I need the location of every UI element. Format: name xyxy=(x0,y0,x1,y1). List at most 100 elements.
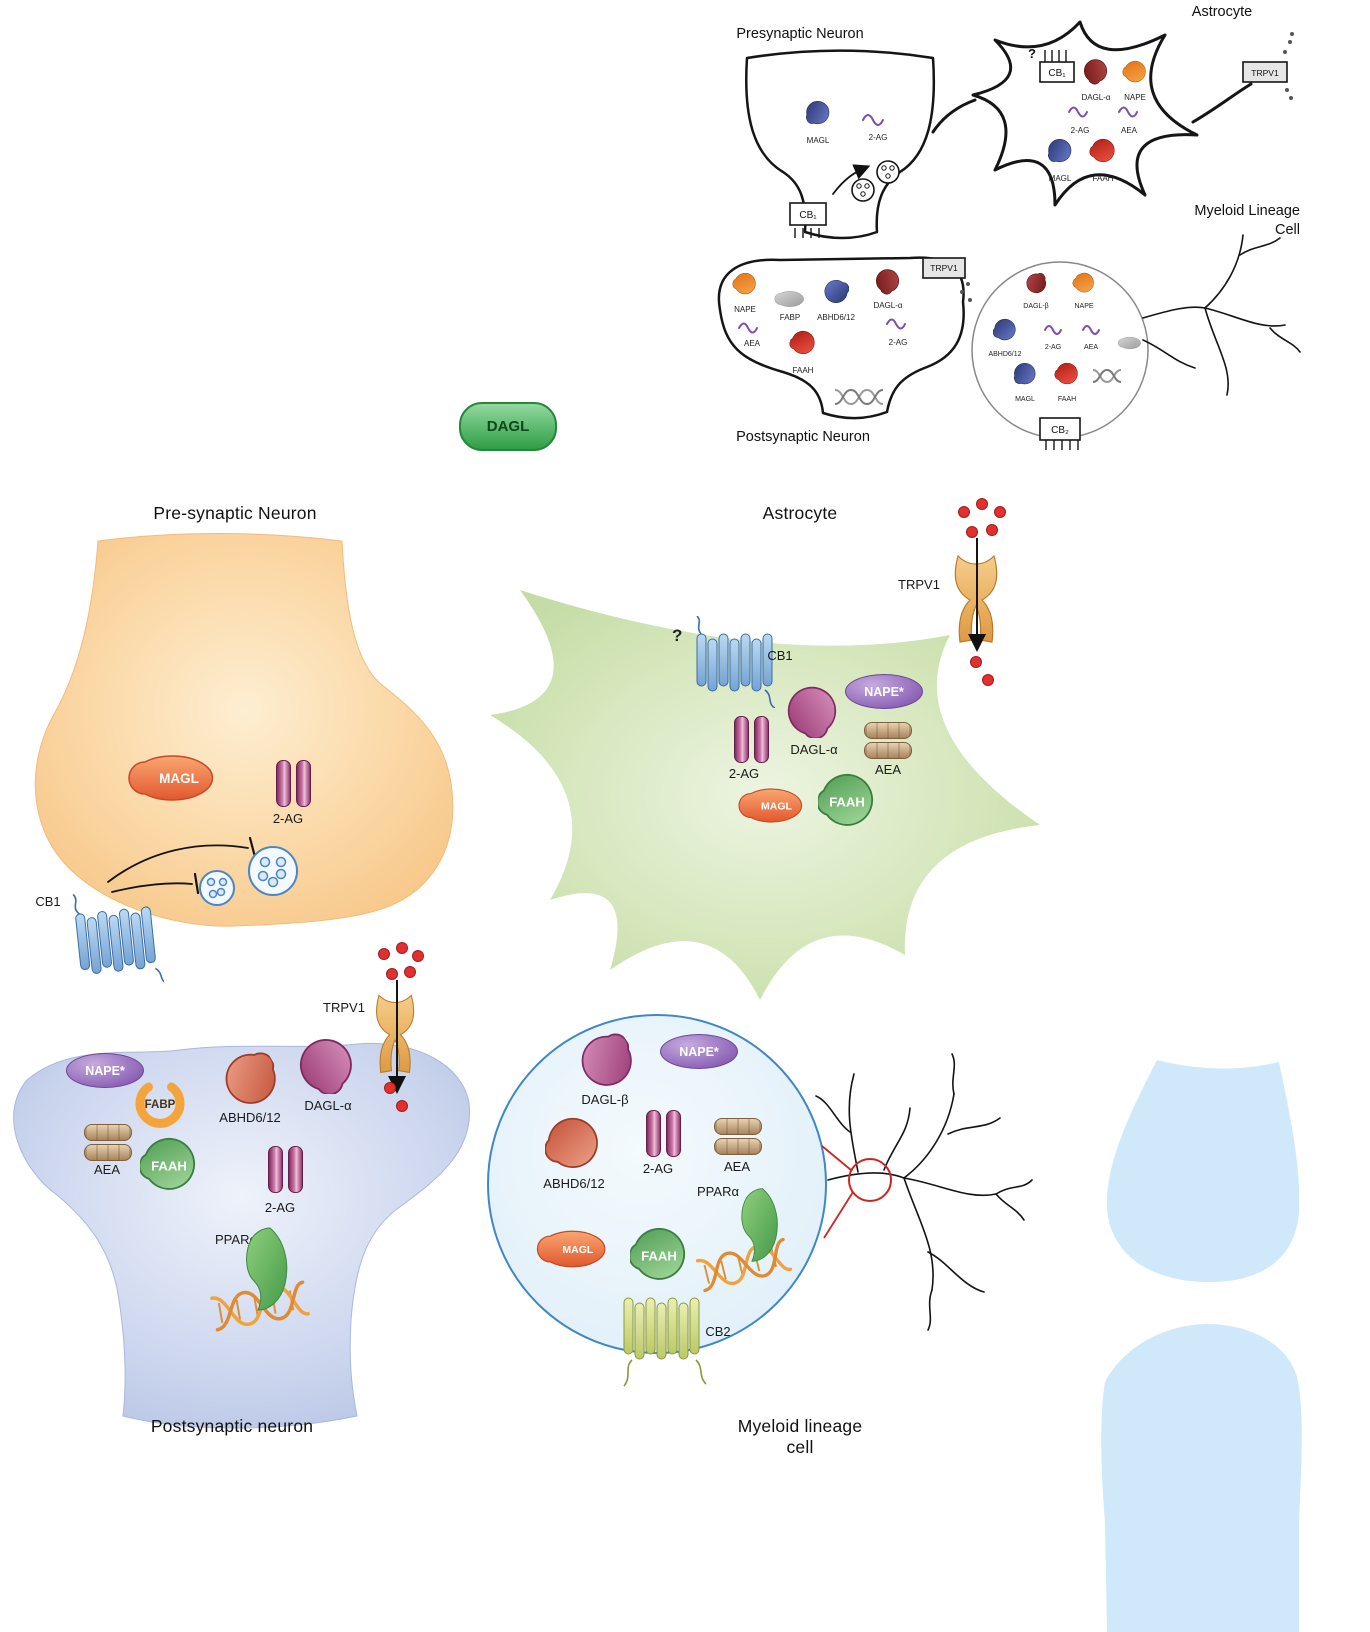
astro-nape-icon: NAPE* xyxy=(845,674,923,709)
sketch-cb1-label: CB₁ xyxy=(799,210,817,221)
astro-trpv1-flux-arrow xyxy=(968,538,986,652)
presyn-2ag-label: 2-AG xyxy=(272,811,304,826)
post-trpv1-channel-icon xyxy=(376,994,415,1074)
mye-daglb-enzyme-icon xyxy=(578,1032,634,1088)
astro-cb1-label: CB1 xyxy=(767,648,793,663)
presyn-magl-enzyme: MAGL xyxy=(128,755,214,801)
sketch-astro-dagla-label: DAGL-α xyxy=(1081,93,1110,102)
post-ppar-label: PPARα xyxy=(215,1232,257,1247)
sketch-astrocyte-arm xyxy=(1191,82,1253,124)
astro-trpv1-dots-below xyxy=(970,656,994,686)
sketch-astro-aea-label: AEA xyxy=(1121,126,1138,135)
sketch-presynaptic-outline xyxy=(745,49,936,240)
astro-nape-label: NAPE* xyxy=(864,684,904,699)
mye-cb2-label: CB2 xyxy=(705,1324,731,1339)
dagl-legend-label: DAGL xyxy=(486,418,530,435)
sketch-mye-nape-label: NAPE xyxy=(1074,303,1093,310)
sketch-mye-magl-label: MAGL xyxy=(1015,396,1035,403)
post-trpv1-flux-arrow xyxy=(388,980,406,1094)
mye-magl-label: MAGL xyxy=(562,1244,593,1256)
sketch-astro-2ag-squiggle-icon xyxy=(1068,106,1088,118)
sketch-faah-label: FAAH xyxy=(793,366,814,375)
mye-abhd-enzyme-icon xyxy=(545,1116,601,1172)
synapse-silhouette xyxy=(1101,1060,1302,1632)
astro-question-mark: ? xyxy=(672,626,683,645)
sketch-astro-trpv1-channel-icon xyxy=(1242,61,1288,83)
sketch-mye-gray-blob-icon xyxy=(1118,336,1141,350)
sketch-mye-2ag-label: 2-AG xyxy=(1045,344,1061,351)
dagl-legend-pill: DAGL xyxy=(459,402,557,451)
sketch-mye-daglb-label: DAGL-β xyxy=(1023,303,1048,310)
sketch-magl-label: MAGL xyxy=(807,136,830,145)
silhouette-postsynaptic-shape xyxy=(1101,1324,1302,1632)
post-dagla-enzyme-icon xyxy=(298,1036,356,1094)
sketch-aea-squiggle-icon xyxy=(738,322,758,334)
astro-dagla-label: DAGL-α xyxy=(790,742,838,757)
sketch-mye-dna-icon xyxy=(1092,368,1122,384)
post-trpv1-dots-above xyxy=(378,942,424,980)
astro-2ag-icon xyxy=(734,716,769,763)
mye-nape-icon: NAPE* xyxy=(660,1034,738,1069)
myeloid-title-line1: Myeloid lineage xyxy=(737,1416,863,1436)
sketch-trpv1-label: TRPV1 xyxy=(930,263,958,273)
hand-sketch-panel: Presynaptic Neuron MAGL 2-AG CB₁ NAPE FA… xyxy=(717,4,1301,450)
sketch-myeloid-title-line2: Cell xyxy=(1275,222,1300,238)
sketch-cb2-label: CB₂ xyxy=(1051,425,1069,436)
sketch-trpv1-dots xyxy=(960,282,972,302)
mye-faah-label: FAAH xyxy=(641,1248,677,1263)
sketch-mye-abhd-label: ABHD6/12 xyxy=(988,351,1021,358)
mye-aea-label: AEA xyxy=(723,1159,750,1174)
sketch-abhd-label: ABHD6/12 xyxy=(817,313,855,322)
myeloid-title: Myeloid lineage cell xyxy=(650,1416,950,1458)
sketch-cb1-receptor-icon xyxy=(789,202,827,226)
sketch-astro-magl-label: MAGL xyxy=(1049,174,1072,183)
astro-magl-label: MAGL xyxy=(761,800,792,812)
sketch-aea-label: AEA xyxy=(744,339,761,348)
mye-daglb-label: DAGL-β xyxy=(581,1092,629,1107)
sketch-astro-cb1-comb xyxy=(1044,50,1067,62)
post-fabp-icon: FABP xyxy=(135,1082,185,1128)
presynaptic-cell-body xyxy=(34,533,454,927)
astro-aea-icon xyxy=(864,722,912,759)
post-aea-icon xyxy=(84,1124,132,1161)
sketch-question-mark: ? xyxy=(1028,46,1036,61)
sketch-astrocyte-outline xyxy=(971,20,1199,207)
post-dagla-label: DAGL-α xyxy=(304,1098,352,1113)
sketch-2ag-label: 2-AG xyxy=(869,133,888,142)
mye-cb2-receptor xyxy=(623,1297,707,1387)
sketch-mye-2ag-squiggle-icon xyxy=(1044,325,1062,335)
astro-trpv1-label: TRPV1 xyxy=(898,577,940,592)
mye-ppar-label: PPARα xyxy=(697,1184,739,1199)
myeloid-cell-body xyxy=(487,1014,827,1354)
mye-aea-icon xyxy=(714,1118,762,1155)
sketch-cb1-helix-comb xyxy=(794,228,820,238)
astro-cb1-receptor xyxy=(696,616,775,708)
mye-ppar-leaf-icon xyxy=(741,1188,778,1262)
presynaptic-title: Pre-synaptic Neuron xyxy=(153,503,317,523)
presyn-inhibition-arrows xyxy=(107,836,257,895)
sketch-astrocyte-arm-left xyxy=(931,98,977,134)
sketch-astro-cb1-label: CB₁ xyxy=(1048,68,1066,79)
sketch-mye-aea-label: AEA xyxy=(1084,344,1098,351)
post-trpv1-label: TRPV1 xyxy=(323,1000,365,1015)
sketch-nape-label: NAPE xyxy=(734,305,756,314)
sketch-vesicles-icon xyxy=(851,160,900,202)
mye-magl-enzyme: MAGL xyxy=(536,1230,606,1268)
sketch-cb2-receptor-icon xyxy=(1039,417,1081,441)
sketch-astro-faah-label: FAAH xyxy=(1093,174,1114,183)
astro-aea-label: AEA xyxy=(874,762,901,777)
silhouette-presynaptic-shape xyxy=(1106,1060,1300,1283)
astro-faah-enzyme: FAAH xyxy=(818,772,876,830)
sketch-astrocyte-title: Astrocyte xyxy=(1192,4,1252,20)
sketch-dna-icon xyxy=(834,388,884,406)
sketch-2ag-post-squiggle-icon xyxy=(886,318,906,330)
post-nape-label: NAPE* xyxy=(85,1063,125,1078)
post-abhd-enzyme-icon xyxy=(222,1050,278,1106)
myeloid-title-line2: cell xyxy=(786,1437,814,1457)
sketch-dagla-label: DAGL-α xyxy=(873,301,902,310)
astro-2ag-label: 2-AG xyxy=(728,766,760,781)
sketch-fabp-icon xyxy=(774,291,804,307)
astro-faah-label: FAAH xyxy=(829,794,865,809)
post-trpv1-dots-below xyxy=(384,1082,408,1112)
